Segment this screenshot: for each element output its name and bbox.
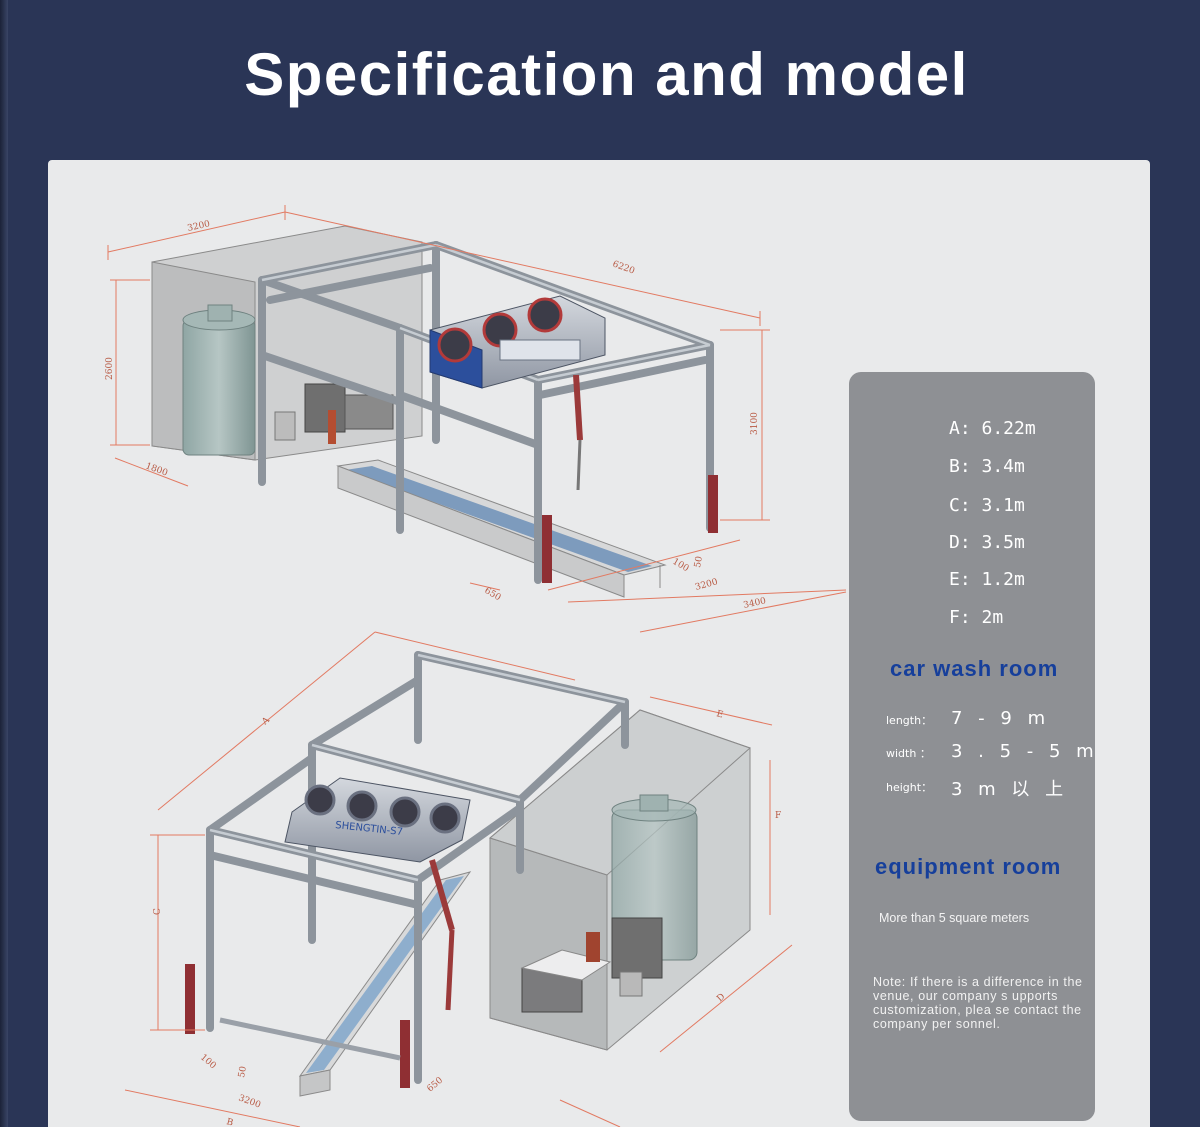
spec-f: F: 2m xyxy=(949,607,1004,628)
spec-panel xyxy=(849,372,1095,1121)
bottom-dim-650: 650 xyxy=(426,1075,446,1094)
bottom-diagram: SHENGTIN-S7 A E F C D 100 50 3200 650 xyxy=(124,631,793,1127)
top-dim-6220: 6220 xyxy=(611,259,636,276)
left-edge-strip xyxy=(0,0,8,1127)
bottom-dim-d: D xyxy=(715,992,727,1004)
bottom-dim-c: C xyxy=(153,908,163,915)
spec-a: A: 6.22m xyxy=(949,418,1036,439)
top-dim-100: 100 xyxy=(671,557,691,574)
spec-d: D: 3.5m xyxy=(949,532,1025,553)
bottom-dimension-lines xyxy=(124,631,793,1127)
top-water-tank xyxy=(182,319,256,456)
length-value: 7 - 9 m xyxy=(951,708,1051,729)
bottom-dim-3200: 3200 xyxy=(237,1093,262,1110)
bottom-dim-e: E xyxy=(715,709,724,720)
length-label: length： xyxy=(886,714,933,727)
top-dim-3200-b: 3200 xyxy=(694,577,719,593)
width-label: width ： xyxy=(886,747,931,760)
spec-e: E: 1.2m xyxy=(949,569,1025,590)
customization-note: Note: If there is a difference in the ve… xyxy=(873,975,1083,1031)
bottom-pump-unit xyxy=(611,917,663,979)
equipment-room-heading: equipment room xyxy=(875,854,1062,879)
car-wash-room-heading: car wash room xyxy=(890,656,1059,681)
top-pump-unit xyxy=(304,383,346,433)
top-dim-3100: 3100 xyxy=(750,412,760,435)
spec-c: C: 3.1m xyxy=(949,495,1025,516)
top-dim-50: 50 xyxy=(693,555,705,568)
spec-b: B: 3.4m xyxy=(949,456,1025,477)
bottom-wash-machine: SHENGTIN-S7 xyxy=(284,777,471,1011)
top-dim-1800: 1800 xyxy=(144,461,169,478)
top-dim-2600: 2600 xyxy=(105,357,115,380)
top-dim-650: 650 xyxy=(483,586,503,603)
top-guide-post-2 xyxy=(708,475,718,533)
bottom-dim-f: F xyxy=(775,811,781,821)
bottom-guide-post-1 xyxy=(185,964,195,1034)
top-dimension-lines xyxy=(107,205,847,633)
bottom-dim-100: 100 xyxy=(198,1053,218,1072)
top-diagram: 3200 6220 2600 3100 1800 100 50 650 3200… xyxy=(105,205,847,633)
bottom-dim-a: A xyxy=(260,715,273,728)
top-dim-3200: 3200 xyxy=(187,219,212,234)
bottom-guide-post-2 xyxy=(400,1020,410,1088)
width-value: 3 . 5 - 5 m xyxy=(951,741,1099,762)
height-value: 3 m 以 上 xyxy=(951,779,1069,800)
top-guide-post-1 xyxy=(542,515,552,583)
bottom-dim-b: B xyxy=(225,1117,234,1127)
equipment-room-text: More than 5 square meters xyxy=(879,911,1030,925)
page-title: Specification and model xyxy=(244,41,969,108)
bottom-dim-50: 50 xyxy=(237,1065,249,1078)
top-dim-3400: 3400 xyxy=(743,596,768,611)
top-wash-machine xyxy=(429,295,606,491)
height-label: height： xyxy=(886,781,933,794)
